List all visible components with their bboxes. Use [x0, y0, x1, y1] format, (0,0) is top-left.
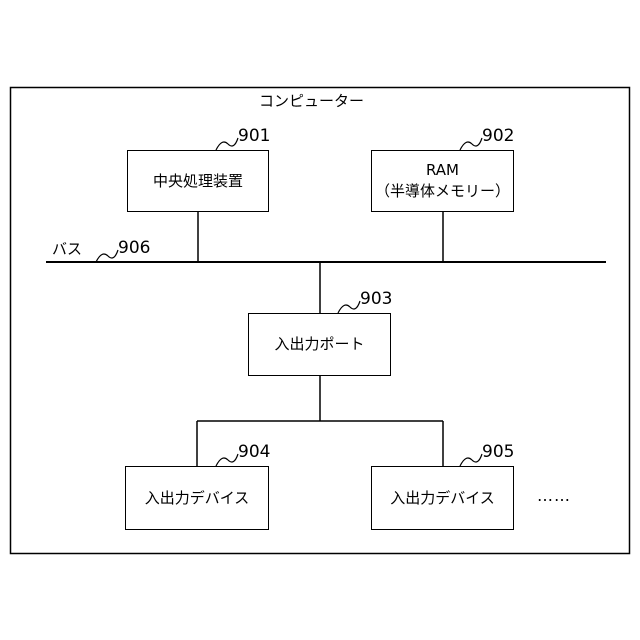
cpu-ref: 901: [238, 126, 270, 146]
device-a-ref: 904: [238, 442, 270, 462]
device-a-box: 入出力デバイス: [125, 466, 269, 530]
bus-leader: [96, 250, 118, 262]
cpu-label: 中央処理装置: [153, 171, 243, 192]
device-b-ref: 905: [482, 442, 514, 462]
device-a-label: 入出力デバイス: [145, 488, 250, 509]
ram-leader: [460, 138, 482, 150]
device-b-label: 入出力デバイス: [390, 488, 495, 509]
cpu-box: 中央処理装置: [127, 150, 269, 212]
device-b-box: 入出力デバイス: [371, 466, 514, 530]
device-a-leader: [216, 454, 238, 466]
cpu-leader: [216, 138, 238, 150]
io-port-ref: 903: [360, 289, 392, 309]
computer-title: コンピューター: [259, 90, 364, 111]
ram-label-line1: RAM: [426, 160, 459, 181]
io-port-leader: [338, 301, 360, 313]
ram-box: RAM （半導体メモリー）: [371, 150, 514, 212]
ram-ref: 902: [482, 126, 514, 146]
bus-label: バス: [52, 238, 82, 259]
ram-label-line2: （半導体メモリー）: [375, 181, 510, 202]
device-b-leader: [460, 454, 482, 466]
bus-ref: 906: [118, 238, 150, 258]
io-port-label: 入出力ポート: [274, 334, 364, 355]
io-port-box: 入出力ポート: [248, 313, 391, 376]
more-devices-ellipsis: ……: [537, 486, 571, 505]
